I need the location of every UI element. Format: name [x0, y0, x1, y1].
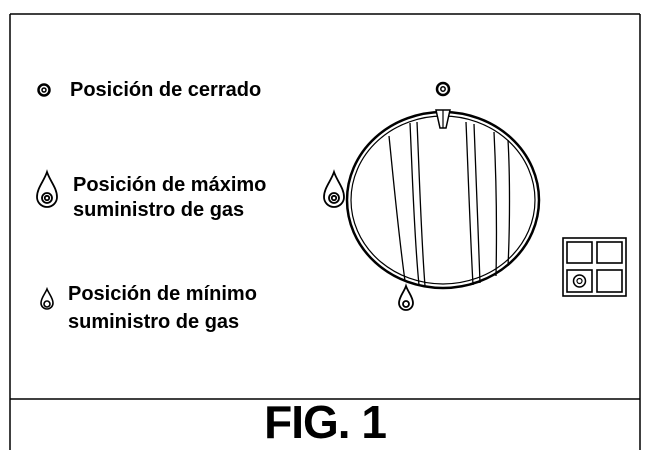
burner-grid-icon — [562, 237, 627, 297]
knob-marker-closed-icon — [435, 81, 451, 97]
min-supply-label-line2: suministro de gas — [68, 311, 240, 333]
gas-control-knob[interactable] — [345, 109, 541, 290]
closed-position-icon — [37, 83, 51, 97]
knob-marker-max-icon — [323, 169, 345, 208]
closed-position-label: Posición de cerrado — [70, 79, 262, 101]
max-supply-label-line2: suministro de gas — [73, 199, 245, 221]
max-supply-label-line1: Posición de máximo — [73, 174, 267, 196]
max-flame-icon — [36, 169, 58, 208]
frame-lines — [9, 13, 641, 450]
min-supply-label-line1: Posición de mínimo — [68, 283, 257, 305]
knob-marker-min-icon — [398, 283, 414, 311]
knob-grip-lines — [388, 121, 511, 287]
min-flame-icon — [40, 286, 54, 310]
figure-caption: FIG. 1 — [264, 396, 387, 448]
